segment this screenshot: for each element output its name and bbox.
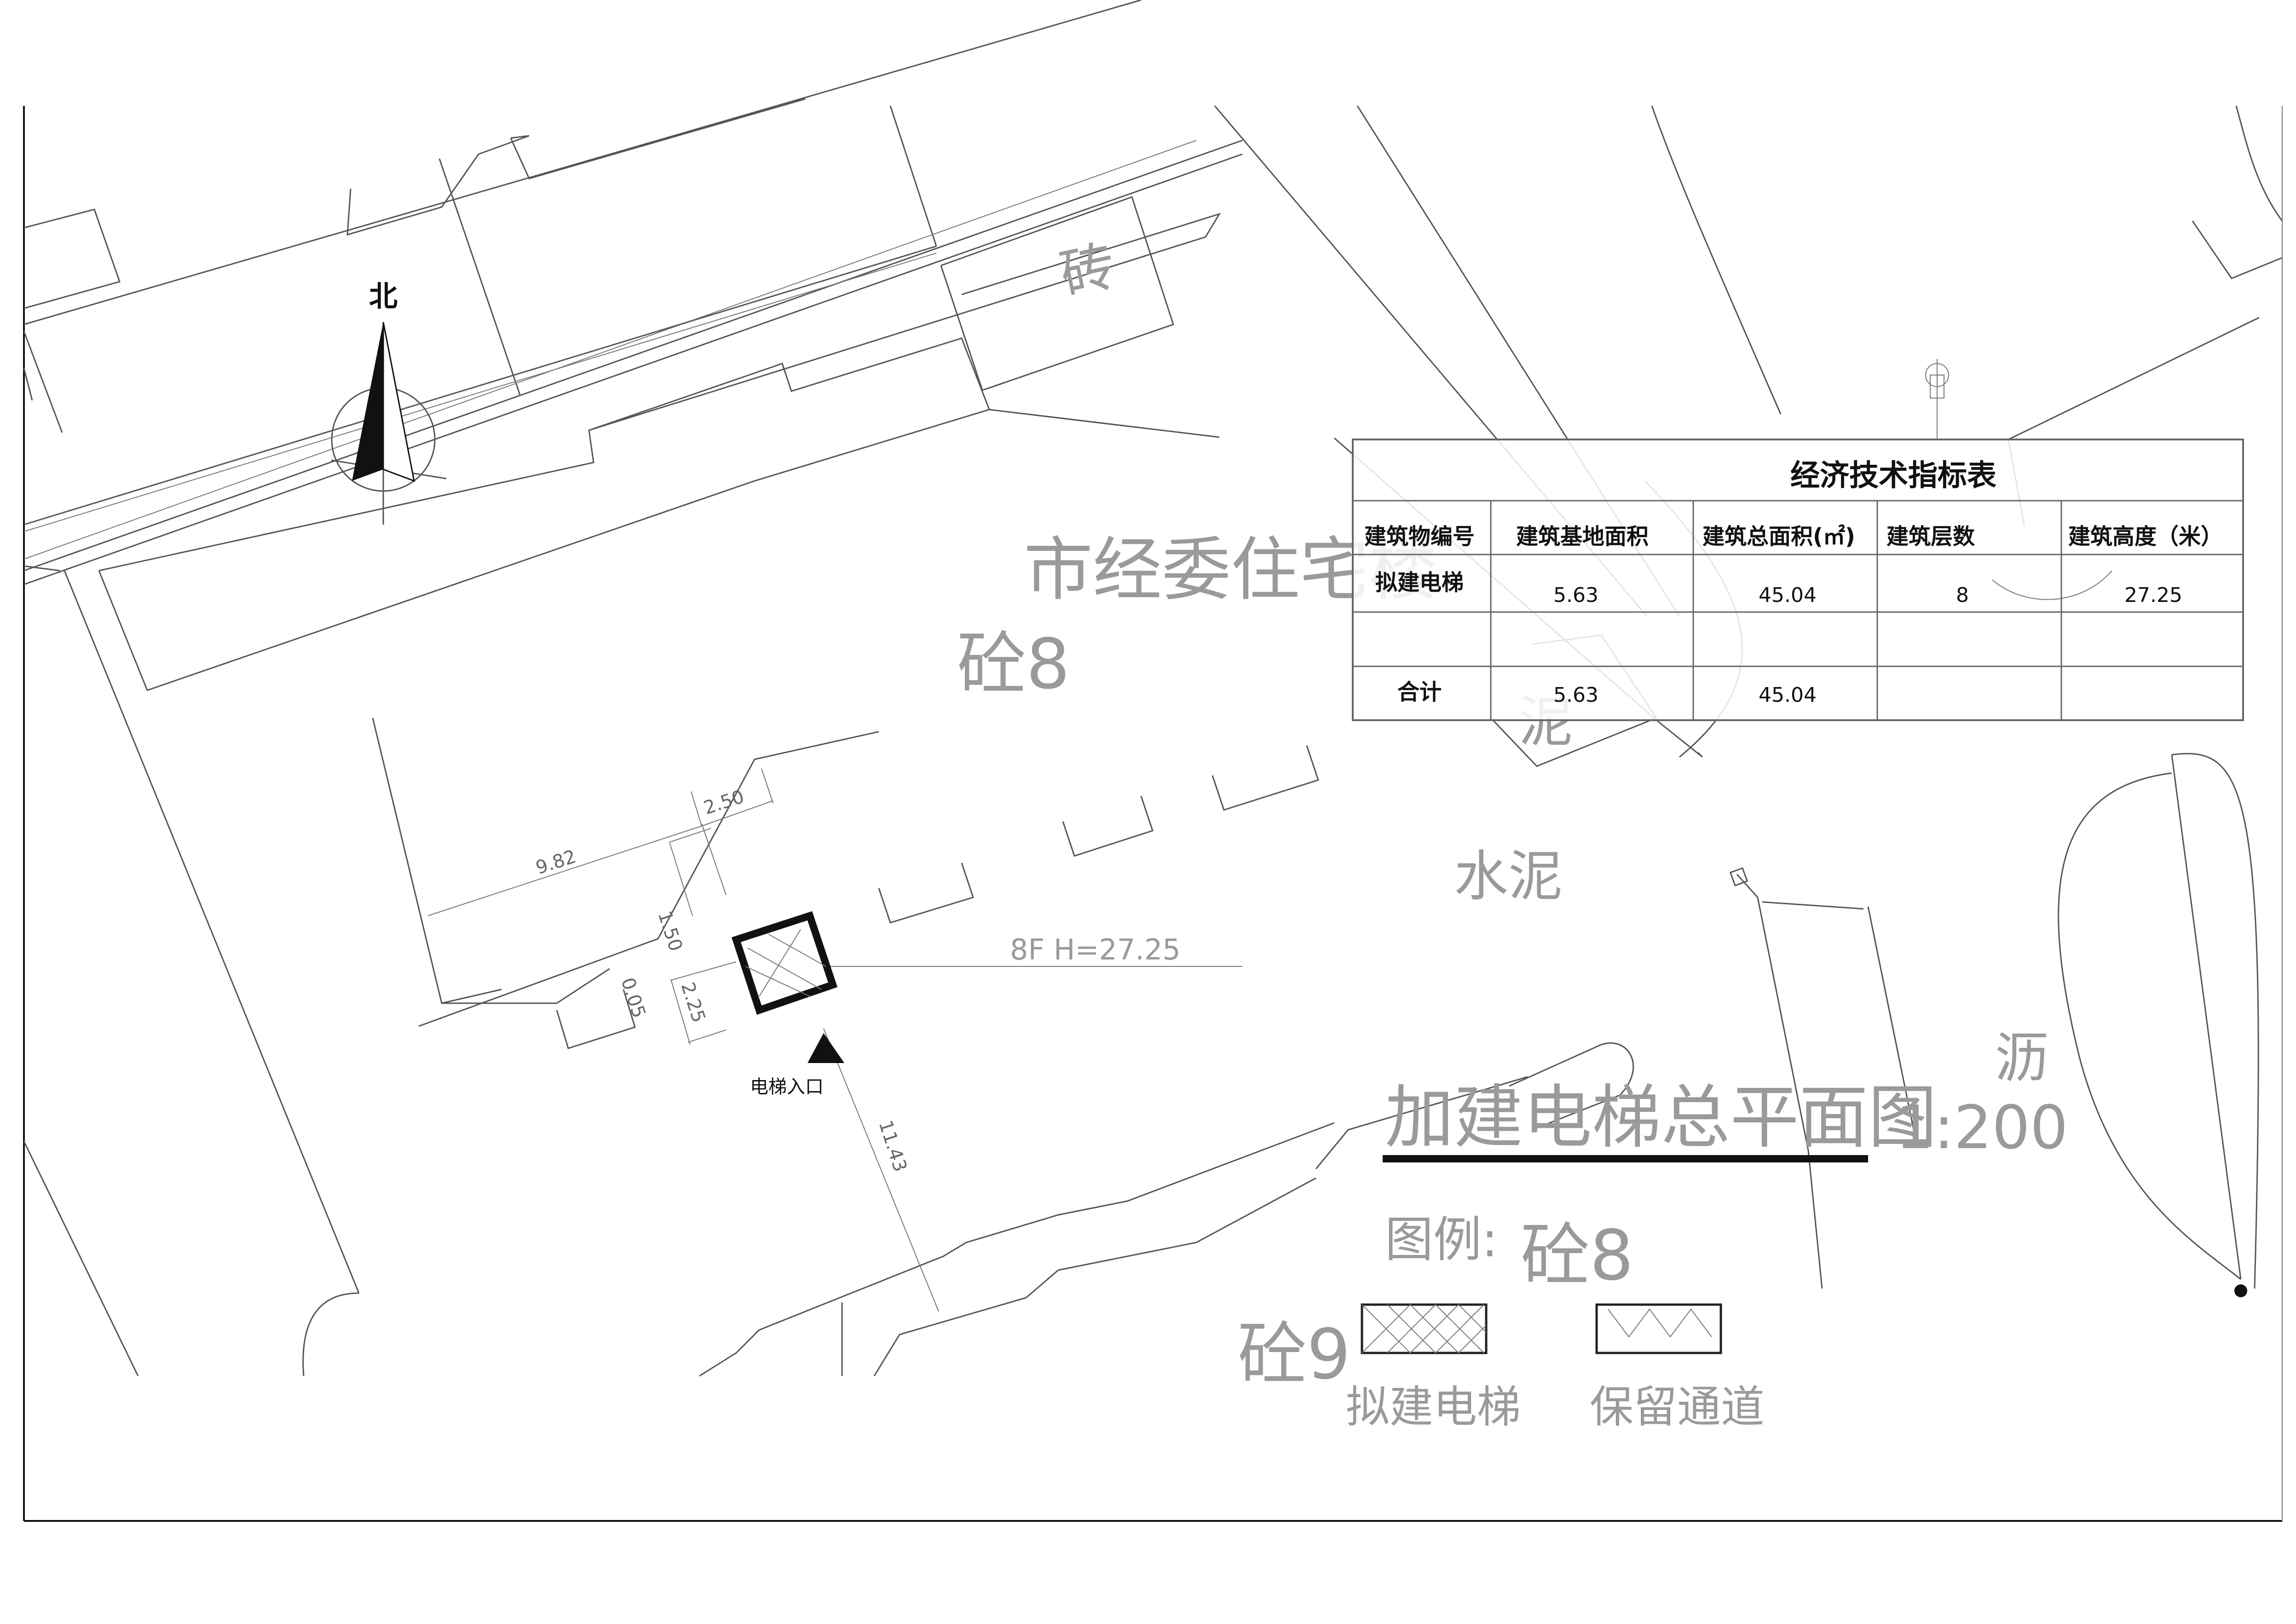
lamp-icon — [1925, 359, 1949, 440]
drawing-scale: 1:200 — [1896, 1092, 2068, 1162]
table-cell: 拟建电梯 — [1375, 570, 1464, 595]
legend-swatch-passage — [1595, 1303, 1722, 1354]
table-cell: 45.04 — [1759, 584, 1817, 607]
survey-point-icon — [2234, 1284, 2247, 1297]
table-row: 合计 5.63 45.04 — [1397, 679, 1817, 707]
table-cell: 8 — [1956, 584, 1969, 607]
label-concrete8: 砼8 — [957, 624, 1070, 705]
label-brick: 砖 — [1055, 234, 1121, 307]
table-header: 建筑物编号 — [1364, 524, 1475, 549]
proposed-elevator-box — [731, 911, 838, 1015]
dim-2-25: 2.25 — [676, 980, 709, 1025]
table-row: 拟建电梯 5.63 45.04 8 27.25 — [1375, 570, 2182, 607]
dimension-lines: 2.50 9.82 1.50 0.05 2.25 11.43 — [427, 768, 1242, 1312]
table-title: 经济技术指标表 — [1790, 459, 1996, 493]
building-note: 8F H=27.25 — [1010, 933, 1181, 966]
label-concrete9: 砼9 — [1238, 1315, 1350, 1395]
table-header: 建筑总面积(㎡) — [1702, 524, 1855, 549]
legend-label: 图例: — [1385, 1212, 1498, 1268]
title-underline — [1383, 1155, 1868, 1162]
left-roads — [23, 570, 360, 1376]
legend-material: 砼8 — [1521, 1216, 1633, 1296]
site-labels: 砖 市经委住宅楼 砼8 泥 水泥 沥 砼9 — [957, 234, 2049, 1395]
dim-0-05: 0.05 — [617, 975, 649, 1021]
legend-reserved-passage: 保留通道 — [1590, 1382, 1765, 1433]
entrance-triangle-icon — [808, 1033, 844, 1063]
overlapping-linework — [1992, 570, 2112, 600]
legend-swatch-elevator — [1361, 1303, 1488, 1354]
road-lines — [23, 139, 1243, 585]
entrance-label: 电梯入口 — [750, 1076, 824, 1098]
table-cell: 5.63 — [1553, 683, 1598, 707]
upper-left-buildings — [23, 0, 1174, 572]
table-header: 建筑层数 — [1886, 524, 1975, 549]
north-arrow-icon: 北 — [331, 279, 447, 525]
legend: 图例: 砼8 拟建电梯 保留通道 — [1346, 1212, 1765, 1433]
legend-proposed-elevator: 拟建电梯 — [1346, 1382, 1521, 1433]
indicator-table: 经济技术指标表 建筑物编号 建筑基地面积 建筑总面积(㎡) 建筑层数 建筑高度（… — [1352, 439, 2244, 721]
label-cement: 水泥 — [1454, 844, 1563, 908]
table-cell: 合计 — [1397, 679, 1442, 705]
table-cell: 5.63 — [1553, 584, 1598, 607]
drawing-title: 加建电梯总平面图 — [1385, 1078, 1937, 1158]
residential-building — [98, 213, 1703, 1049]
drawing-title-block: 加建电梯总平面图 1:200 — [1383, 1078, 2068, 1162]
dim-2-50: 2.50 — [701, 786, 747, 819]
table-header: 建筑基地面积 — [1516, 524, 1649, 549]
north-label: 北 — [369, 279, 398, 313]
dim-1-50: 1.50 — [653, 908, 686, 954]
table-header: 建筑高度（米） — [2068, 524, 2223, 549]
lower-structures — [699, 1042, 1634, 1377]
label-asphalt: 沥 — [1995, 1026, 2049, 1090]
elevator-entrance-marker: 电梯入口 — [750, 1033, 844, 1098]
drawing-frame — [23, 106, 2283, 1522]
table-cell: 45.04 — [1759, 683, 1817, 707]
table-cell: 27.25 — [2124, 584, 2182, 607]
